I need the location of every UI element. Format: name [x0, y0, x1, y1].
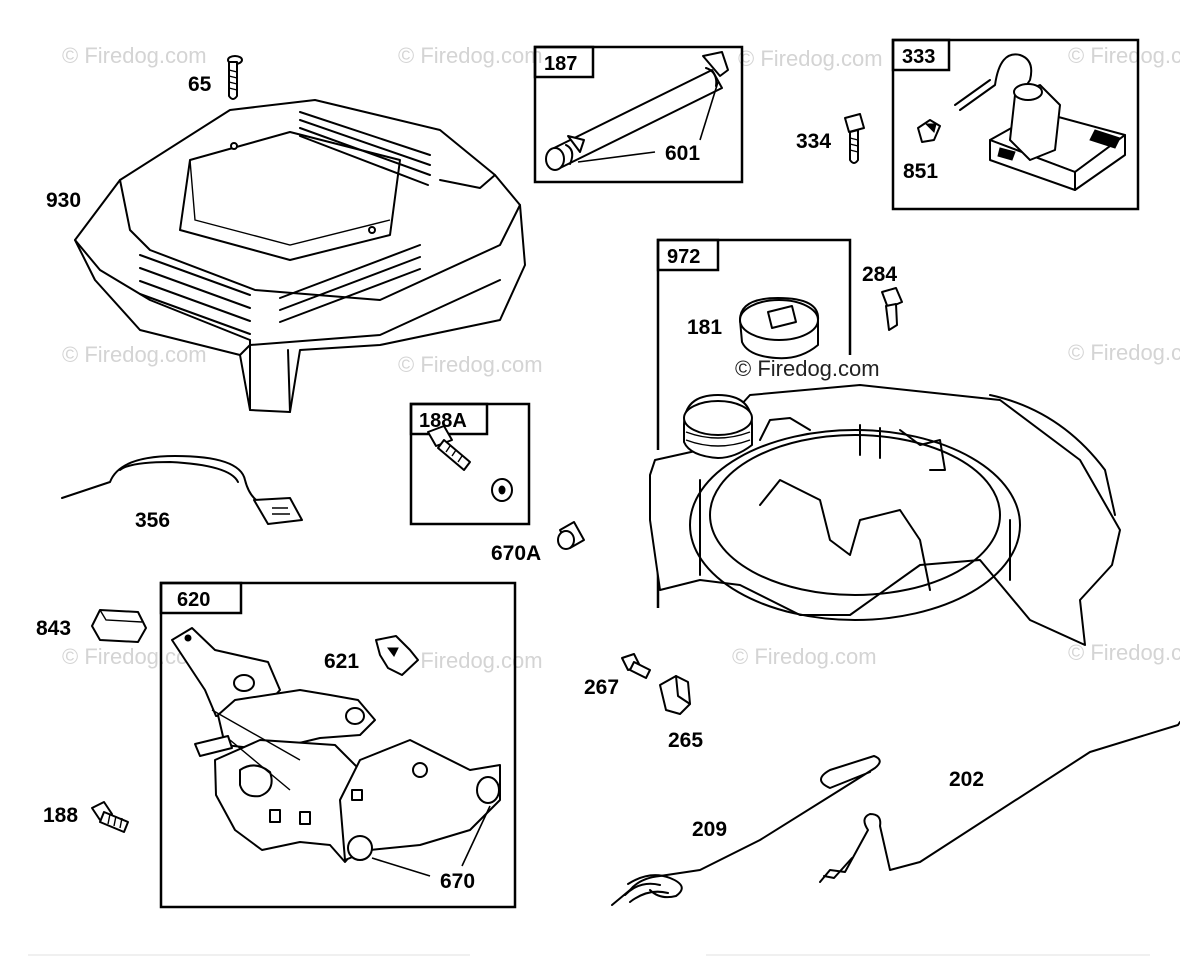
- part-356-ground-wire: [61, 455, 303, 525]
- part-851-clip: [917, 119, 941, 143]
- leader-670: [371, 857, 431, 877]
- box-620-tag: [159, 581, 243, 615]
- part-284-bolt: [881, 287, 903, 331]
- callout-356: 356: [135, 509, 170, 532]
- watermark-2: © Firedog.com: [398, 43, 543, 68]
- part-930-blower-housing: [74, 99, 526, 413]
- leader-601-a: [577, 151, 656, 163]
- watermark-10: © Firedog.com: [732, 644, 877, 669]
- box-187-label: 187: [544, 53, 577, 75]
- part-188A-bolt-washer: [427, 425, 513, 502]
- callout-265: 265: [668, 729, 703, 752]
- watermark-6: © Firedog.com: [398, 352, 543, 377]
- callout-843: 843: [36, 617, 71, 640]
- box-187: [533, 45, 744, 184]
- part-202-governor-link: [819, 721, 1180, 883]
- leader-670-b: [461, 805, 491, 867]
- callout-65: 65: [188, 73, 212, 96]
- callout-181: 181: [687, 316, 722, 339]
- box-188A-label: 188A: [419, 410, 467, 432]
- callout-670A: 670A: [491, 542, 541, 565]
- callout-334: 334: [796, 130, 831, 153]
- part-188-screw: [91, 801, 129, 833]
- box-333: [891, 38, 1140, 211]
- part-181-fuel-cap: [739, 297, 820, 360]
- part-65-screw: [227, 55, 243, 100]
- watermark-3: © Firedog.com: [738, 46, 883, 71]
- callout-267: 267: [584, 676, 619, 699]
- callout-670: 670: [440, 870, 475, 893]
- box-333-label: 333: [902, 46, 935, 68]
- part-265-clip: [659, 675, 691, 715]
- watermarks: © Firedog.com © Firedog.com © Firedog.co…: [62, 43, 1180, 673]
- part-267-screw: [621, 653, 651, 679]
- callout-930: 930: [46, 189, 81, 212]
- part-334-screw: [844, 113, 865, 164]
- box-620: [159, 581, 517, 909]
- part-621-clip: [375, 635, 419, 676]
- watermark-11: © Firedog.com: [1068, 640, 1180, 665]
- callout-601: 601: [665, 142, 700, 165]
- box-972-label: 972: [667, 246, 700, 268]
- box-620-label: 620: [177, 589, 210, 611]
- watermark-4: © Firedog.com: [1068, 43, 1180, 68]
- part-972-fuel-tank: [649, 384, 1121, 646]
- callout-284: 284: [862, 263, 897, 286]
- part-843-block: [91, 609, 147, 643]
- box-972: [656, 238, 852, 450]
- part-209-governor-spring: [611, 755, 881, 906]
- part-620-control-bracket: [171, 627, 501, 863]
- watermark-5: © Firedog.com: [62, 342, 207, 367]
- watermark-9: © Firedog.com: [398, 648, 543, 673]
- leader-601-b: [699, 81, 719, 141]
- watermark-1: © Firedog.com: [62, 43, 207, 68]
- watermark-7: © Firedog.com: [1068, 340, 1180, 365]
- part-333-armature: [954, 53, 1126, 191]
- part-670A-spacer: [557, 521, 585, 550]
- box-972-tag: [656, 238, 720, 272]
- watermark-overlay: © Firedog.com: [735, 356, 880, 381]
- box-333-tag: [891, 38, 951, 72]
- callout-209: 209: [692, 818, 727, 841]
- callout-188: 188: [43, 804, 78, 827]
- callout-202: 202: [949, 768, 984, 791]
- part-601-clamp-tube: [545, 51, 729, 171]
- callout-851: 851: [903, 160, 938, 183]
- box-187-tag: [533, 45, 595, 79]
- callout-621: 621: [324, 650, 359, 673]
